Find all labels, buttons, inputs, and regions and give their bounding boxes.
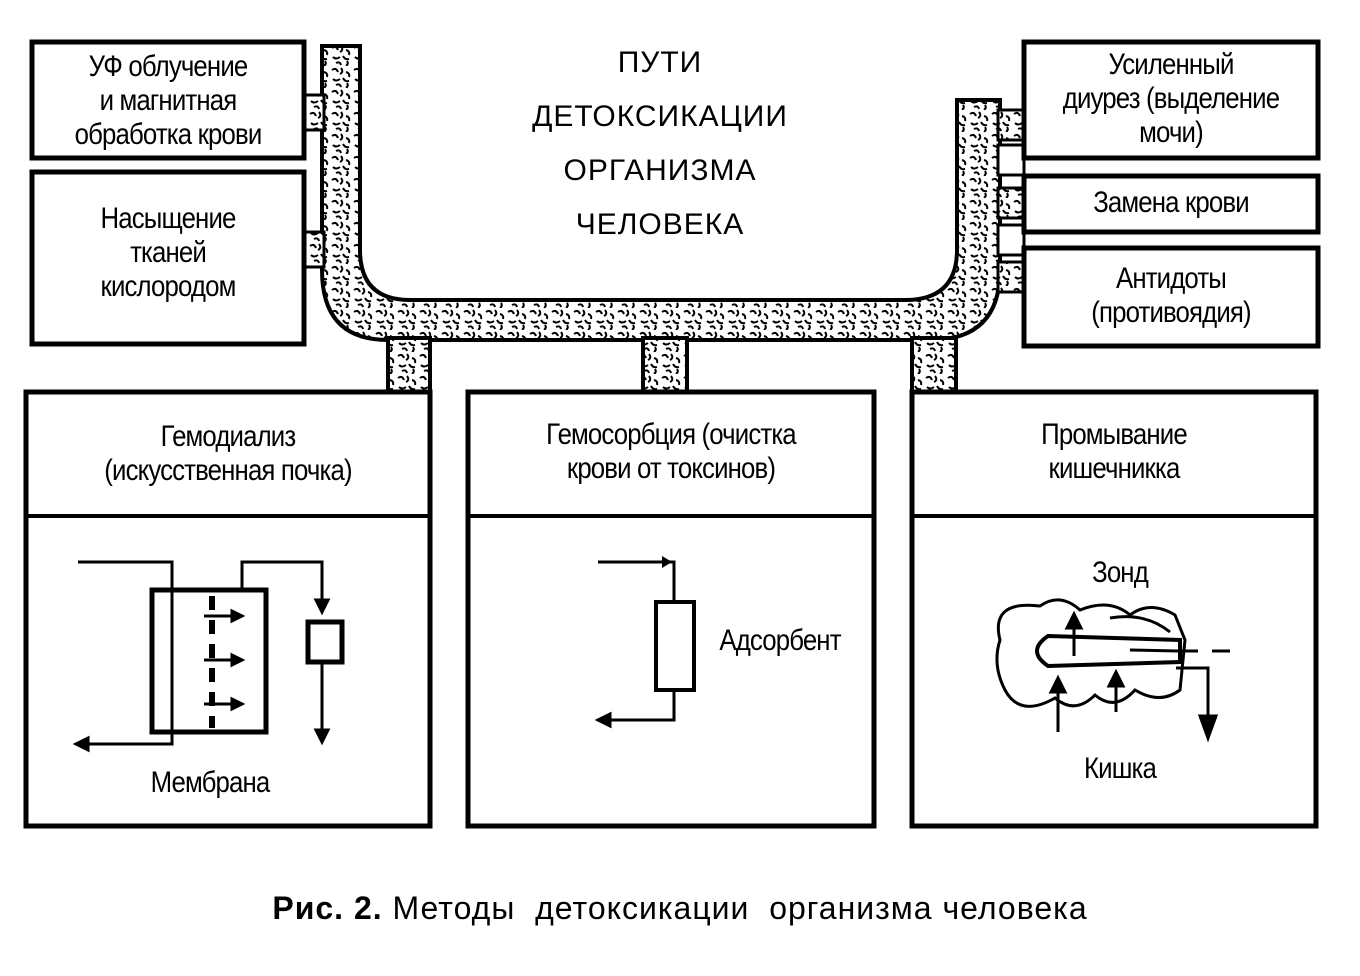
box-diuresis bbox=[1021, 39, 1321, 161]
box-oxygen bbox=[29, 169, 307, 347]
lavage-schematic bbox=[995, 598, 1234, 743]
probe-label: Зонд bbox=[1092, 556, 1149, 589]
membrane-label: Мембрана bbox=[150, 766, 271, 799]
detox-channel bbox=[302, 44, 1026, 394]
figure-caption: Рис. 2. Методы детоксикации организма че… bbox=[0, 890, 1360, 927]
adsorbent-label: Адсорбент bbox=[719, 624, 841, 657]
panel-lavage bbox=[909, 389, 1319, 829]
panel-hemodialysis bbox=[23, 389, 433, 829]
caption-text: Методы детоксикации организма человека bbox=[382, 890, 1088, 926]
box-oxygen-label: Насыщение тканей кислородом bbox=[100, 202, 237, 303]
box-antidotes bbox=[1021, 245, 1321, 349]
box-uv bbox=[29, 39, 307, 161]
main-title: ПУТИ ДЕТОКСИКАЦИИ ОРГАНИЗМА ЧЕЛОВЕКА bbox=[532, 46, 788, 241]
dialysis-schematic bbox=[72, 560, 345, 753]
panel-hemosorption-heading: Гемосорбция (очистка крови от токсинов) bbox=[546, 418, 796, 485]
box-diuresis-label: Усиленный диурез (выделение мочи) bbox=[1062, 48, 1280, 149]
panel-hemosorption bbox=[465, 389, 877, 829]
intestine-label: Кишка bbox=[1083, 752, 1157, 785]
box-blood-replacement-label: Замена крови bbox=[1093, 186, 1249, 219]
box-blood-replacement bbox=[1021, 173, 1321, 235]
box-uv-label: УФ облучение и магнитная обработка крови bbox=[74, 50, 263, 151]
caption-prefix: Рис. 2. bbox=[272, 890, 383, 926]
panel-hemodialysis-heading: Гемодиализ (искусственная почка) bbox=[104, 420, 352, 487]
panel-lavage-heading: Промывание кишечникка bbox=[1041, 418, 1188, 485]
box-antidotes-label: Антидоты (противоядия) bbox=[1091, 262, 1251, 329]
sorption-schematic bbox=[594, 556, 696, 729]
